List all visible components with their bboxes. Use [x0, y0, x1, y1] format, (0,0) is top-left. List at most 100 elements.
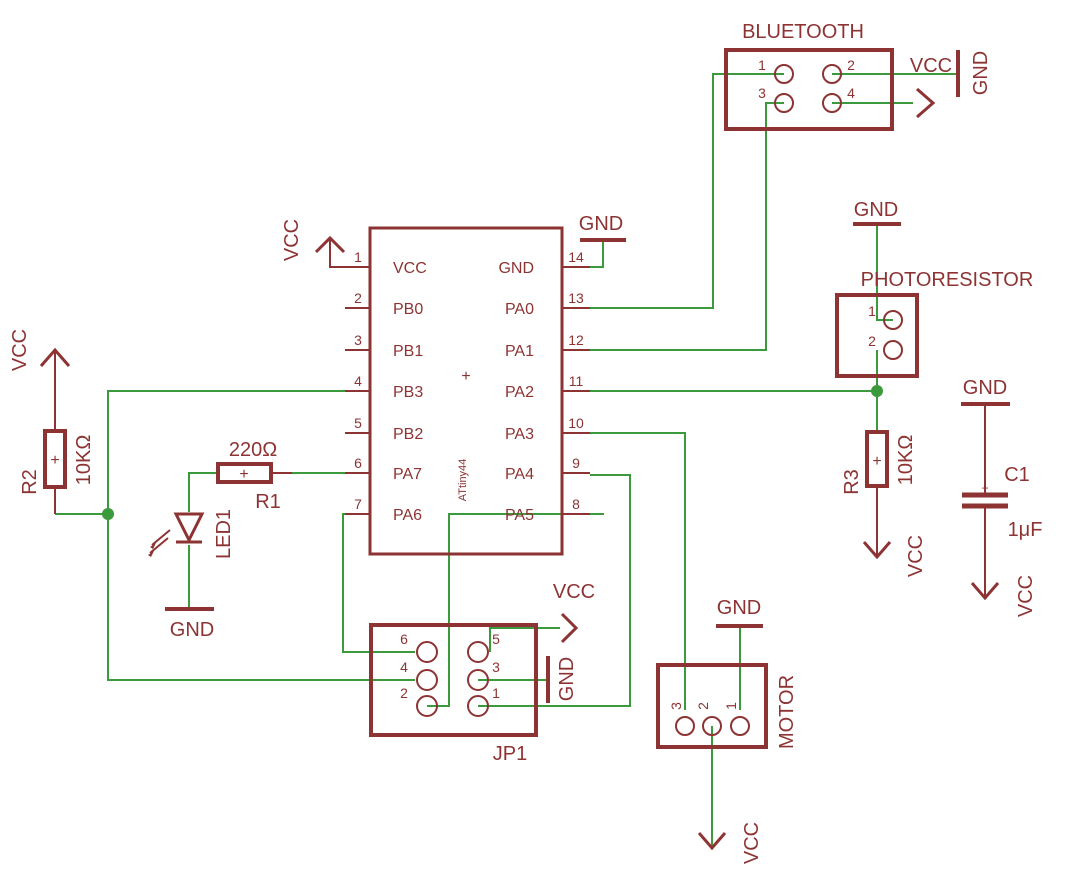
bluetooth-label: BLUETOOTH — [742, 21, 864, 43]
bluetooth-pin-pad — [822, 93, 842, 113]
jp1-pin-num: 4 — [400, 659, 408, 675]
vcc-arrow — [916, 87, 936, 119]
junction-dot — [871, 385, 883, 397]
c1-value: 1μF — [1008, 519, 1043, 541]
jp1-pin-num: 5 — [492, 631, 500, 647]
c1-name: C1 — [1004, 464, 1030, 486]
motor-label: MOTOR — [776, 675, 798, 749]
r2-value: 10KΩ — [73, 435, 95, 486]
vcc-label: VCC — [553, 581, 595, 603]
bluetooth-pin-num: 1 — [758, 57, 766, 73]
ic-pin-name: GND — [498, 260, 534, 277]
vcc-label: VCC — [9, 329, 31, 371]
jp1-header: 6 4 2 5 3 1 JP1 — [369, 623, 538, 765]
wire-photo-pin1-gnd — [876, 226, 893, 321]
vcc-arrow — [560, 612, 579, 644]
resistor-r3: + R3 10KΩ — [841, 430, 917, 557]
jp1-pin-num: 2 — [400, 685, 408, 701]
photoresistor-label: PHOTORESISTOR — [861, 269, 1034, 291]
vcc-label: VCC — [905, 535, 927, 577]
r2-origin-mark: + — [50, 452, 59, 469]
ic-pin-name: PA0 — [505, 301, 534, 318]
bluetooth-pin-num: 3 — [758, 85, 766, 101]
vcc-label: VCC — [910, 55, 952, 77]
power-symbols: VCC GND VCC GND VCC GND GND VCC GND VCC … — [9, 50, 1037, 864]
vcc-arrow — [862, 541, 892, 560]
gnd-label: GND — [556, 657, 578, 701]
jp1-pin-pad — [467, 641, 489, 663]
ic-pin-number: 5 — [354, 415, 362, 431]
wire-pa0-bt1 — [590, 73, 784, 309]
bluetooth-body — [724, 48, 894, 131]
wires — [55, 73, 958, 848]
jp1-pin-pad — [416, 641, 438, 663]
motor-pin-pad — [702, 716, 722, 736]
resistor-r1: + 220Ω R1 — [216, 439, 292, 513]
ic-pin-number: 8 — [572, 496, 580, 512]
motor-header: 3 2 1 MOTOR — [656, 663, 798, 749]
ic-pin-number: 7 — [354, 496, 362, 512]
ic-pin-number: 3 — [354, 332, 362, 348]
motor-pin-num: 1 — [723, 702, 739, 710]
ic-pin-name: PA3 — [505, 426, 534, 443]
wire-r1-led — [188, 472, 218, 512]
ic-pin-name: PB0 — [393, 301, 423, 318]
ic-pin-number: 11 — [569, 373, 584, 389]
r2-name: R2 — [19, 469, 41, 495]
gnd-label: GND — [854, 199, 898, 221]
ic-pin-name: PA5 — [505, 507, 534, 524]
led1-name: LED1 — [213, 509, 235, 559]
bluetooth-pin-num: 2 — [847, 57, 855, 73]
led1-arrowhead — [148, 551, 154, 557]
ic-pin-number: 12 — [568, 332, 584, 348]
led-led1: LED1 — [148, 509, 235, 559]
ic-pin-number: 14 — [568, 249, 584, 265]
jp1-pin-pad — [467, 669, 489, 691]
ic-pin-number: 2 — [354, 290, 362, 306]
gnd-label: GND — [579, 213, 623, 235]
vcc-arrow — [39, 347, 71, 367]
motor-pin-num: 2 — [695, 702, 711, 710]
ic-pin-number: 10 — [568, 415, 584, 431]
ic-pin-name: PA2 — [505, 384, 534, 401]
photoresistor-header: PHOTORESISTOR 1 2 — [835, 269, 1034, 378]
vcc-label: VCC — [1015, 575, 1037, 617]
led1-emission-arrow — [151, 529, 171, 546]
gnd-label: GND — [170, 619, 214, 641]
gnd-label: GND — [970, 51, 992, 95]
motor-pin-pad — [730, 716, 750, 736]
wire-pa6-jp6 — [342, 513, 415, 653]
capacitor-c1: + C1 1μF — [962, 404, 1042, 598]
ic-pin-name: PA1 — [505, 343, 534, 360]
jp1-body — [369, 623, 538, 737]
ic-pin-name: PB1 — [393, 343, 423, 360]
vcc-label: VCC — [741, 822, 763, 864]
jp1-pin-pad — [467, 695, 489, 717]
bluetooth-pin-num: 4 — [847, 85, 855, 101]
ic-pin-number: 13 — [568, 290, 584, 306]
r1-origin-mark: + — [239, 466, 248, 483]
jp1-pin-num: 6 — [400, 631, 408, 647]
photoresistor-pin-num: 2 — [868, 333, 876, 349]
r1-value: 220Ω — [229, 439, 277, 461]
vcc-wire — [329, 238, 345, 268]
wire-pa4-jp1 — [478, 474, 631, 707]
jp1-label: JP1 — [493, 743, 527, 765]
gnd-label: GND — [963, 377, 1007, 399]
ic-pin-number: 4 — [354, 373, 362, 389]
jp1-pin-pad — [416, 669, 438, 691]
gnd-label: GND — [717, 597, 761, 619]
motor-body — [656, 663, 768, 749]
bluetooth-pin-pad — [774, 64, 794, 84]
photoresistor-pin-num: 1 — [868, 303, 876, 319]
photoresistor-body — [835, 293, 919, 378]
motor-pin-num: 3 — [668, 702, 684, 710]
wire-pb3 — [107, 390, 415, 681]
ic-pin-name: PB3 — [393, 384, 423, 401]
ic-pin-number: 6 — [354, 455, 362, 471]
vcc-arrow — [970, 582, 1000, 601]
